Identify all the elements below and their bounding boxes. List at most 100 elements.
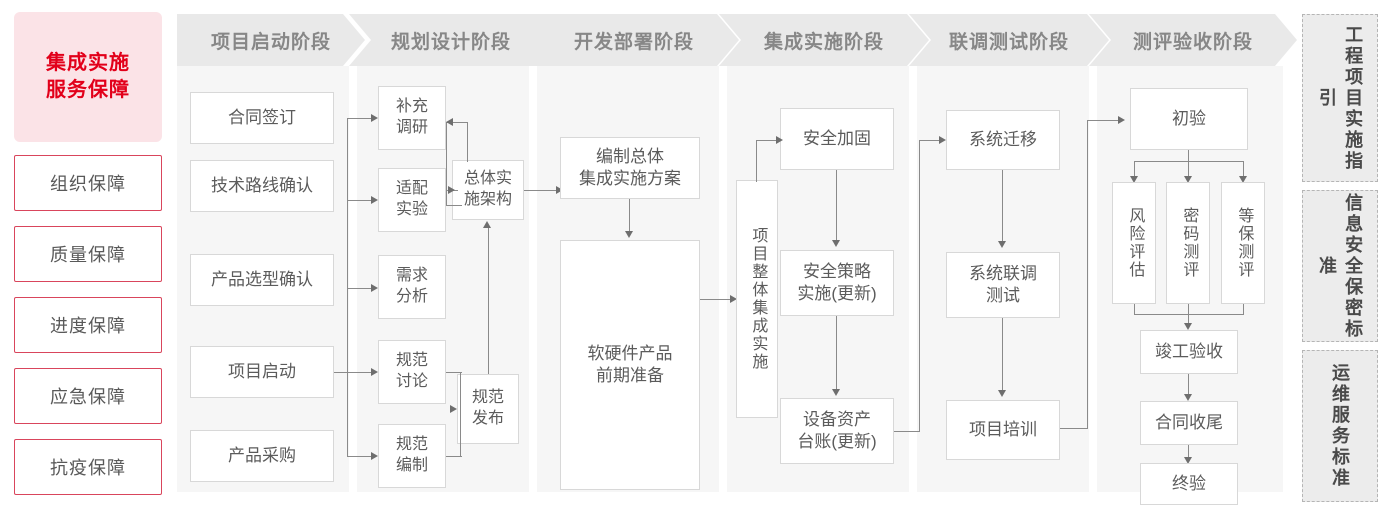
arrow-test-to-training [998, 390, 1006, 397]
connector-initial-down [1188, 150, 1190, 162]
node-tech-route-confirm[interactable]: 技术路线确认 [190, 160, 334, 212]
arrow-to-crypto-evaluation [1184, 176, 1192, 183]
connector-fan-mlps [1243, 161, 1245, 178]
guarantee-item-epidemic[interactable]: 抗疫保障 [14, 439, 162, 495]
guarantee-label: 质量保障 [50, 245, 126, 265]
phase-header-4[interactable]: 集成实施阶段 [719, 14, 929, 66]
node-crypto-evaluation[interactable]: 密码测评 [1166, 182, 1210, 304]
node-contract-closure[interactable]: 合同收尾 [1140, 401, 1238, 445]
connector-mlps-down [1243, 304, 1245, 315]
connector-trunk-to-supp [347, 118, 372, 120]
node-requirement-analysis[interactable]: 需求 分析 [378, 255, 446, 319]
arrow-to-final-inspection [1184, 323, 1192, 330]
node-compile-overall-integration-plan[interactable]: 编制总体 集成实施方案 [560, 137, 700, 199]
connector-training-up [1087, 120, 1089, 429]
node-contract-signing[interactable]: 合同签订 [190, 92, 334, 144]
connector-phase2-trunk [347, 118, 349, 457]
phase-header-2[interactable]: 规划设计阶段 [349, 14, 553, 66]
node-adaptation-test[interactable]: 适配 实验 [378, 168, 446, 232]
node-final-acceptance[interactable]: 终验 [1140, 463, 1238, 505]
node-initial-acceptance[interactable]: 初验 [1130, 88, 1248, 150]
phase-header-3[interactable]: 开发部署阶段 [529, 14, 739, 66]
phase-header-5[interactable]: 联调测试阶段 [909, 14, 1109, 66]
node-label: 安全加固 [803, 128, 871, 148]
connector-to-migration [919, 140, 941, 142]
phase-title: 测评验收阶段 [1132, 31, 1253, 53]
node-label: 初验 [1172, 108, 1206, 128]
hero-line-1: 集成实施 [46, 52, 130, 74]
node-project-training[interactable]: 项目培训 [946, 400, 1060, 460]
arrow-to-initial-acceptance [1118, 116, 1125, 124]
connector-risk-down [1134, 304, 1136, 315]
arrow-to-spec-discussion [371, 368, 378, 376]
connector-prep-to-integration [700, 299, 734, 301]
phase-title: 开发部署阶段 [573, 31, 694, 53]
node-product-procurement[interactable]: 产品采购 [190, 430, 334, 482]
phase-title: 集成实施阶段 [763, 31, 884, 53]
node-label: 项目整体集成实施 [749, 227, 767, 371]
connector-adapt-right [446, 205, 462, 207]
node-device-asset-ledger[interactable]: 设备资产 台账(更新) [780, 398, 894, 464]
connector-test-to-training [1002, 318, 1004, 391]
node-product-selection-confirm[interactable]: 产品选型确认 [190, 254, 334, 306]
connector-trunk-to-spec-draft [347, 456, 372, 458]
guarantee-item-quality[interactable]: 质量保障 [14, 226, 162, 282]
standards-rail-ops-service-standard[interactable]: 运维服务标准 [1302, 350, 1378, 502]
connector-merge-down [1188, 314, 1190, 325]
phase-title: 项目启动阶段 [210, 31, 331, 53]
guarantee-item-emergency[interactable]: 应急保障 [14, 368, 162, 424]
node-label: 规范 发布 [471, 389, 504, 427]
connector-bracket-left-top [446, 122, 448, 206]
guarantee-item-schedule[interactable]: 进度保障 [14, 297, 162, 353]
connector-completion-to-closure [1188, 374, 1190, 396]
node-mlps-evaluation[interactable]: 等保测评 [1221, 182, 1265, 304]
arrow-to-spec-drafting [371, 452, 378, 460]
guarantee-label: 应急保障 [50, 387, 126, 407]
node-overall-implementation-architecture[interactable]: 总体实 施架构 [452, 160, 524, 220]
arrow-release-to-architecture [483, 221, 491, 228]
node-label: 设备资产 台账(更新) [797, 409, 877, 451]
node-system-joint-test[interactable]: 系统联调 测试 [946, 252, 1060, 318]
node-project-kickoff[interactable]: 项目启动 [190, 346, 334, 398]
node-label: 技术路线确认 [211, 175, 313, 195]
node-spec-discussion[interactable]: 规范 讨论 [378, 340, 446, 404]
node-security-hardening[interactable]: 安全加固 [780, 108, 894, 170]
node-spec-drafting[interactable]: 规范 编制 [378, 424, 446, 488]
connector-integration-to-hardening [756, 140, 778, 142]
rail-label: 工程项目实施指引 [1317, 24, 1364, 172]
arrow-policy-to-ledger [832, 389, 840, 396]
node-label: 风险评估 [1126, 207, 1144, 279]
phase-header-6[interactable]: 测评验收阶段 [1089, 14, 1297, 66]
hero-line-2: 服务保障 [46, 79, 130, 101]
node-label: 需求 分析 [395, 267, 428, 305]
node-system-migration[interactable]: 系统迁移 [946, 110, 1060, 170]
arrow-to-requirement-analysis [371, 284, 378, 292]
arrow-migration-to-test [998, 241, 1006, 248]
node-overall-project-integration[interactable]: 项目整体集成实施 [736, 180, 778, 418]
connector-release-up [488, 228, 490, 374]
node-supplementary-research[interactable]: 补充 调研 [378, 86, 446, 150]
connector-trunk-to-spec-disc [347, 372, 372, 374]
arrow-to-spec-release [450, 405, 457, 413]
node-hw-sw-preparation[interactable]: 软硬件产品 前期准备 [560, 240, 700, 490]
connector-plan-to-prep [629, 199, 631, 233]
connector-trunk-to-req [347, 288, 372, 290]
node-label: 产品选型确认 [211, 269, 313, 289]
node-label: 编制总体 集成实施方案 [579, 146, 681, 188]
node-label: 项目培训 [969, 419, 1037, 439]
connector-hardening-to-policy [836, 170, 838, 241]
node-risk-assessment[interactable]: 风险评估 [1112, 182, 1156, 304]
arrow-to-security-hardening [776, 136, 783, 144]
arrow-closure-to-final [1184, 457, 1192, 464]
connector-training-right [1060, 428, 1088, 430]
standards-rail-infosec-standard[interactable]: 信息安全保密标准 [1302, 190, 1378, 342]
node-spec-release[interactable]: 规范 发布 [457, 374, 519, 444]
node-label: 产品采购 [228, 445, 296, 465]
node-completion-acceptance[interactable]: 竣工验收 [1140, 330, 1238, 374]
node-security-policy-implementation[interactable]: 安全策略 实施(更新) [780, 250, 894, 316]
guarantee-item-organization[interactable]: 组织保障 [14, 155, 162, 211]
guarantee-label: 组织保障 [50, 174, 126, 194]
standards-rail-engineering-guideline[interactable]: 工程项目实施指引 [1302, 14, 1378, 182]
node-label: 终验 [1172, 473, 1206, 493]
phase-header-1[interactable]: 项目启动阶段 [177, 14, 365, 66]
